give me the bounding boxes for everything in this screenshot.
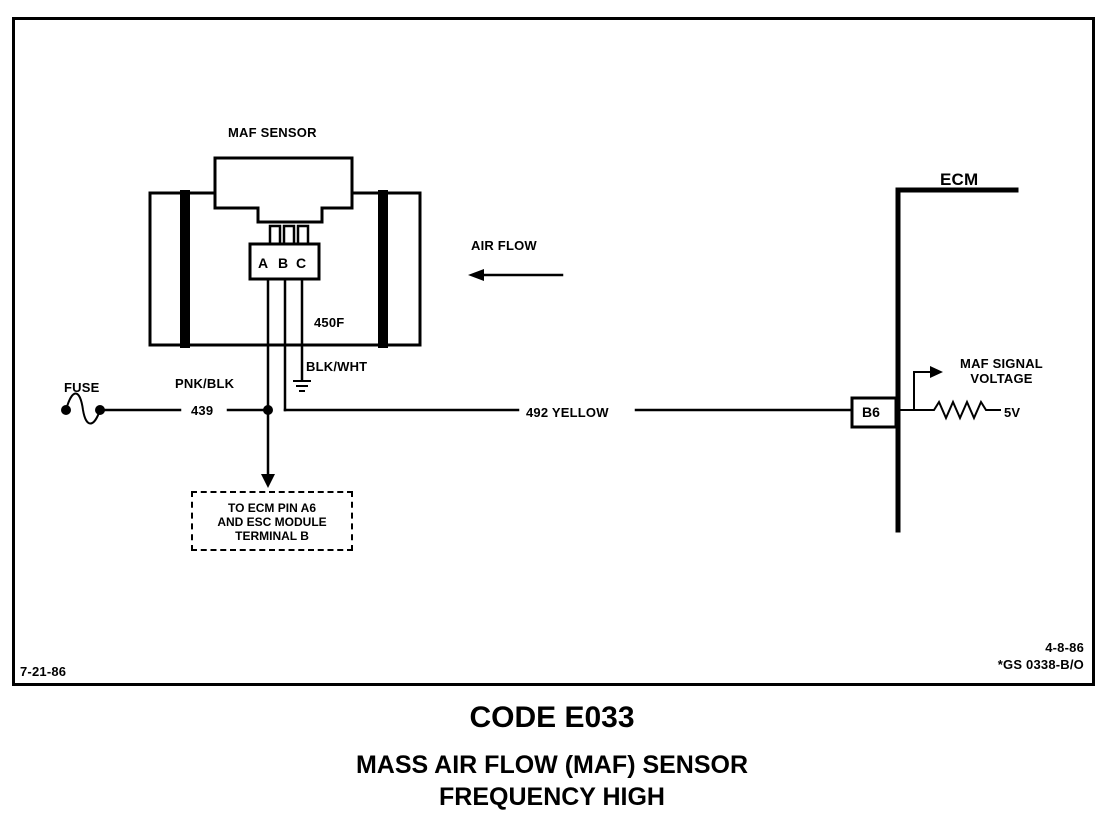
maf-sensor-body bbox=[148, 156, 422, 348]
reference-voltage-label: 5V bbox=[1004, 405, 1021, 420]
maf-signal-label-line1: MAF SIGNAL bbox=[960, 356, 1043, 371]
pin-c-label: C bbox=[296, 255, 307, 271]
date-right: 4-8-86 bbox=[1045, 640, 1084, 655]
page-title: CODE E033 bbox=[469, 701, 635, 734]
caption-line2: FREQUENCY HIGH bbox=[439, 783, 665, 811]
diagram-frame bbox=[12, 17, 1095, 686]
date-left: 7-21-86 bbox=[20, 664, 67, 679]
maf-sensor-label: MAF SENSOR bbox=[228, 125, 317, 140]
note-line2: AND ESC MODULE bbox=[217, 515, 327, 529]
resistor-icon bbox=[913, 399, 1001, 421]
note-line1: TO ECM PIN A6 bbox=[227, 501, 316, 515]
ecm-label: ECM bbox=[940, 170, 979, 189]
right-arrow-icon bbox=[930, 366, 943, 378]
left-arrow-icon bbox=[468, 269, 484, 281]
ground-icon bbox=[293, 380, 311, 392]
caption-line1: MASS AIR FLOW (MAF) SENSOR bbox=[355, 751, 749, 779]
fuse-label: FUSE bbox=[64, 380, 100, 395]
ground-wire-label: BLK/WHT bbox=[306, 359, 368, 374]
pin-a-label: A bbox=[258, 255, 269, 271]
maf-signal-tap bbox=[899, 371, 931, 411]
air-flow-label: AIR FLOW bbox=[471, 238, 537, 253]
splice-dot bbox=[263, 405, 273, 415]
fuse-icon bbox=[64, 392, 102, 425]
fuse-terminal-left bbox=[61, 405, 71, 415]
fuse-terminal-right bbox=[95, 405, 105, 415]
ecm-block bbox=[850, 187, 1019, 533]
doc-code: *GS 0338-B/O bbox=[997, 657, 1084, 672]
ecm-pin-note: TO ECM PIN A6 AND ESC MODULE TERMINAL B bbox=[191, 491, 353, 551]
maf-signal-label-line2: VOLTAGE bbox=[970, 371, 1033, 386]
maf-signal-label: MAF SIGNAL VOLTAGE bbox=[944, 356, 1059, 386]
maf-connector bbox=[248, 224, 321, 281]
signal-wire-label: 492 YELLOW bbox=[526, 405, 609, 420]
pin-b-label: B bbox=[278, 255, 289, 271]
note-line3: TERMINAL B bbox=[235, 529, 309, 543]
power-wire-color-label: PNK/BLK bbox=[175, 376, 235, 391]
ecm-pin-label: B6 bbox=[862, 404, 880, 420]
power-wire-number-label: 439 bbox=[191, 403, 214, 418]
down-arrow-icon bbox=[261, 474, 275, 488]
wire-450-label: 450F bbox=[314, 315, 345, 330]
